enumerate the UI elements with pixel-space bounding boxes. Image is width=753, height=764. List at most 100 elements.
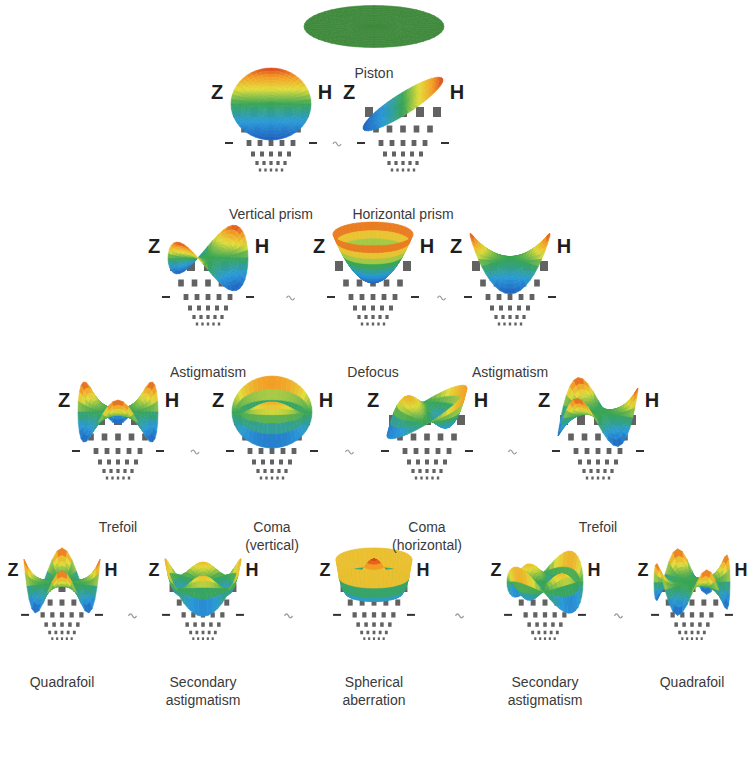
- chart-mark: [591, 477, 593, 480]
- chart-mark: [607, 448, 612, 454]
- chart-dash: [72, 450, 80, 452]
- chart-mark: [260, 477, 262, 480]
- surface-patch: [269, 107, 270, 110]
- chart-squiggle: [129, 614, 137, 618]
- surface-patch: [426, 24, 432, 26]
- chart-mark: [178, 280, 184, 287]
- chart-mark: [105, 448, 110, 454]
- chart-mark: [378, 637, 380, 640]
- chart-mark: [596, 469, 599, 473]
- surface-patch: [379, 24, 385, 25]
- chart-mark: [425, 469, 428, 473]
- chart-mark: [678, 631, 681, 635]
- chart-mark: [385, 315, 388, 319]
- chart-mark: [220, 315, 223, 319]
- surface-patch: [271, 125, 274, 128]
- chart-mark: [401, 161, 404, 165]
- chart-mark: [407, 460, 411, 465]
- chart-mark: [553, 612, 557, 617]
- chart-mark: [437, 477, 439, 480]
- chart-mark: [414, 448, 419, 454]
- chart-mark: [360, 294, 365, 300]
- chart-mark: [66, 637, 68, 640]
- chart-mark: [218, 323, 220, 326]
- chart-mark: [52, 622, 56, 626]
- chart-mark: [501, 315, 504, 319]
- chart-mark: [364, 622, 368, 626]
- chart-mark: [578, 460, 582, 465]
- surface-patch: [265, 102, 268, 104]
- chart-mark: [277, 469, 280, 473]
- chart-mark: [357, 315, 360, 319]
- chart-mark: [276, 477, 278, 480]
- chart-mark: [414, 126, 420, 133]
- chart-mark: [531, 631, 534, 635]
- chart-mark: [197, 637, 199, 640]
- chart-mark: [247, 140, 252, 146]
- chart-mark: [73, 631, 76, 635]
- chart-mark: [279, 460, 283, 465]
- chart-mark: [387, 126, 393, 133]
- chart-mark: [208, 631, 211, 635]
- chart-mark: [371, 306, 375, 311]
- surface-patch: [271, 122, 274, 125]
- chart-mark: [494, 315, 497, 319]
- eye-chart: [21, 583, 103, 640]
- chart-dash: [156, 450, 164, 452]
- surface-patch: [271, 104, 272, 107]
- chart-mark: [116, 469, 119, 473]
- wavefront-surface: [229, 62, 313, 146]
- surface-patch: [357, 26, 363, 28]
- chart-dash: [407, 614, 415, 616]
- chart-mark: [283, 161, 286, 165]
- chart-mark: [228, 294, 233, 300]
- chart-mark: [79, 612, 83, 617]
- chart-mark: [361, 323, 363, 326]
- chart-mark: [258, 140, 263, 146]
- chart-mark: [395, 599, 400, 605]
- chart-mark: [177, 599, 182, 605]
- chart-mark: [401, 152, 405, 157]
- chart-mark: [195, 294, 200, 300]
- surface-patch: [274, 101, 277, 103]
- surface-patch: [288, 102, 291, 104]
- zernike-term: Horizontal prism: [343, 62, 463, 223]
- surface-patch: [294, 101, 298, 104]
- chart-dash: [381, 450, 389, 452]
- chart-mark: [60, 612, 64, 617]
- chart-mark: [534, 280, 540, 287]
- chart-mark: [517, 306, 521, 311]
- chart-mark: [539, 637, 541, 640]
- chart-squiggle: [456, 614, 464, 618]
- chart-mark: [480, 280, 486, 287]
- chart-mark: [703, 631, 706, 635]
- chart-mark: [372, 612, 376, 617]
- surface-patch: [248, 101, 252, 104]
- chart-mark: [413, 169, 415, 172]
- chart-mark: [614, 460, 618, 465]
- chart-mark: [608, 477, 610, 480]
- chart-mark: [497, 294, 502, 300]
- chart-mark: [520, 323, 522, 326]
- chart-squiggle: [333, 142, 341, 146]
- chart-mark: [425, 460, 429, 465]
- chart-mark: [499, 306, 503, 311]
- chart-mark: [439, 469, 442, 473]
- chart-mark: [407, 169, 409, 172]
- chart-mark: [382, 612, 386, 617]
- surface-patch: [357, 25, 363, 27]
- chart-mark: [415, 161, 418, 165]
- chart-mark: [605, 460, 609, 465]
- chart-mark: [215, 306, 219, 311]
- chart-dash: [465, 450, 473, 452]
- surface-patch: [270, 104, 271, 107]
- surface-patch: [268, 102, 271, 104]
- chart-mark: [76, 622, 80, 626]
- chart-mark: [531, 599, 536, 605]
- surface-patch: [356, 45, 366, 47]
- chart-mark: [535, 622, 539, 626]
- chart-mark: [343, 280, 349, 287]
- surface-patch: [269, 104, 271, 107]
- chart-mark: [416, 107, 424, 117]
- chart-dash: [236, 614, 244, 616]
